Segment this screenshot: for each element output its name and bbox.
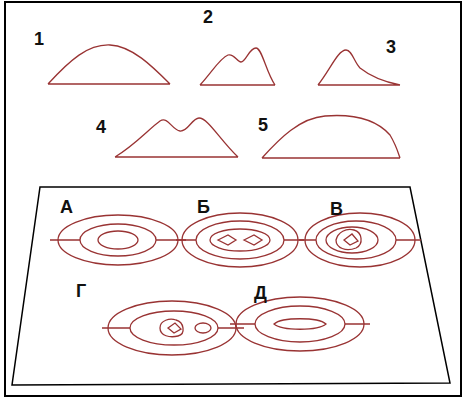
profile-1 <box>48 45 170 84</box>
profile-number: 3 <box>386 38 396 56</box>
profile-4 <box>115 118 238 157</box>
profile-number: 4 <box>96 118 106 136</box>
outer-frame <box>5 2 461 396</box>
contour-map-b <box>176 213 304 267</box>
map-letter: Д <box>254 284 267 302</box>
contour-map-g <box>102 301 244 355</box>
contour-map-d <box>230 297 370 351</box>
profile-number: 5 <box>258 116 268 134</box>
profile-number: 1 <box>34 30 44 48</box>
map-letter: Б <box>197 198 210 216</box>
map-plane <box>12 187 450 385</box>
profile-number: 2 <box>203 8 213 26</box>
profile-2 <box>200 48 275 85</box>
map-letter: Г <box>76 282 86 300</box>
contour-map-v <box>299 213 421 267</box>
map-letter: В <box>330 200 343 218</box>
profile-5 <box>262 116 400 158</box>
contour-map-a <box>50 215 186 265</box>
map-letter: А <box>60 198 73 216</box>
